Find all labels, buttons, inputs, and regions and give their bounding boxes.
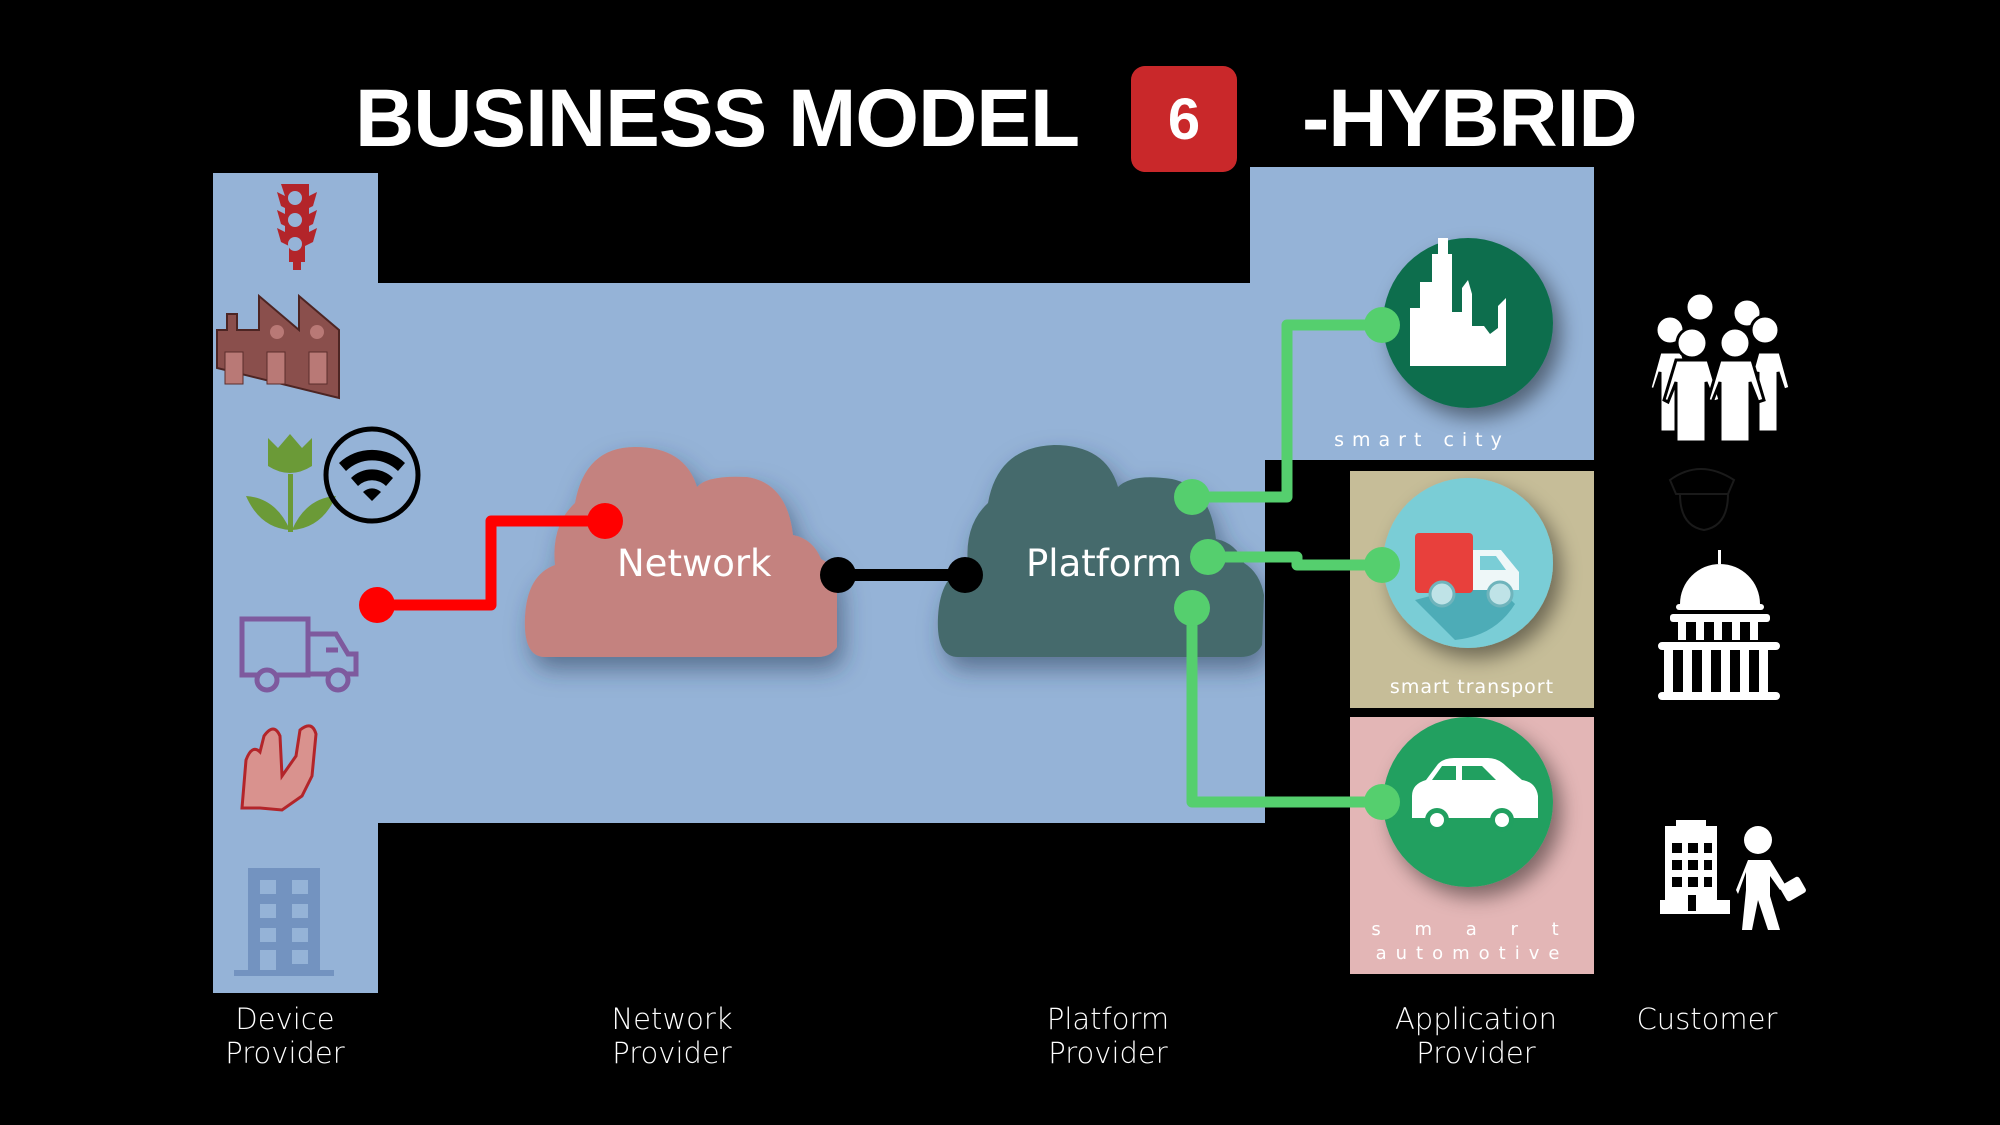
title-suffix: -HYBRID bbox=[1302, 73, 1638, 164]
device-provider-panel bbox=[213, 173, 378, 993]
link-smart-automotive bbox=[1186, 608, 1382, 808]
police-officer-icon bbox=[1668, 468, 1736, 532]
column-label-line1: Device bbox=[235, 1002, 335, 1036]
network-link-dot bbox=[820, 557, 856, 593]
column-label-application-provider: Application Provider bbox=[1356, 1002, 1596, 1070]
truck-cargo-icon bbox=[1415, 533, 1473, 593]
smart-transport-icon-circle[interactable] bbox=[1383, 478, 1553, 648]
platform-link-dot bbox=[947, 557, 983, 593]
platform-dot-city bbox=[1174, 479, 1210, 515]
column-label-platform-provider: Platform Provider bbox=[988, 1002, 1228, 1070]
link-smart-city bbox=[1192, 319, 1382, 503]
smart-automotive-icon-circle[interactable] bbox=[1383, 717, 1553, 887]
notch bbox=[1265, 460, 1350, 823]
smart-city-label: smart city bbox=[1334, 429, 1510, 451]
column-label-network-provider: Network Provider bbox=[552, 1002, 792, 1070]
smart-automotive-label-line2: automotive bbox=[1375, 943, 1569, 964]
network-platform-link bbox=[820, 557, 983, 593]
factory-icon bbox=[216, 293, 340, 400]
app-dot-automotive bbox=[1364, 784, 1400, 820]
column-label-device-provider: Device Provider bbox=[165, 1002, 405, 1070]
business-person-icon bbox=[1660, 820, 1806, 930]
office-building-icon bbox=[234, 868, 334, 976]
model-number-badge: 6 bbox=[1131, 66, 1237, 172]
platform-dot-transport bbox=[1190, 539, 1226, 575]
smart-transport-label: smart transport bbox=[1389, 676, 1555, 698]
platform-cloud-label: Platform bbox=[1026, 542, 1183, 585]
city-skyline-icon bbox=[1410, 238, 1506, 366]
device-network-link bbox=[359, 503, 623, 623]
app-dot-transport bbox=[1364, 547, 1400, 583]
column-label-customer: Customer bbox=[1587, 1002, 1827, 1036]
smart-city-icon-circle[interactable] bbox=[1383, 238, 1553, 408]
column-label-line1: Network bbox=[611, 1002, 733, 1036]
delivery-truck-icon bbox=[239, 616, 359, 693]
device-link-end-dot bbox=[587, 503, 623, 539]
platform-application-links bbox=[1186, 319, 1382, 808]
smart-automotive-label-line1: s m a r t bbox=[1371, 919, 1573, 940]
link-smart-transport bbox=[1208, 551, 1382, 571]
column-label-line2: Provider bbox=[1416, 1036, 1536, 1070]
wifi-icon bbox=[323, 426, 421, 524]
network-cloud-label: Network bbox=[617, 542, 772, 585]
column-label-line1: Customer bbox=[1636, 1002, 1778, 1036]
device-link-start-dot bbox=[359, 587, 395, 623]
column-label-line2: Provider bbox=[225, 1036, 345, 1070]
column-label-line2: Provider bbox=[1048, 1036, 1168, 1070]
column-label-line1: Platform bbox=[1046, 1002, 1170, 1036]
plant-icon bbox=[246, 434, 336, 532]
column-label-line1: Application bbox=[1394, 1002, 1558, 1036]
traffic-light-icon bbox=[277, 184, 317, 270]
title-prefix: BUSINESS MODEL bbox=[355, 73, 1080, 164]
network-cloud[interactable] bbox=[524, 447, 837, 657]
band-left-fill bbox=[1250, 283, 1265, 460]
app-dot-city bbox=[1364, 307, 1400, 343]
robot-arm-icon bbox=[240, 724, 318, 812]
platform-dot-automotive bbox=[1174, 590, 1210, 626]
column-label-line2: Provider bbox=[612, 1036, 732, 1070]
crowd-icon bbox=[1648, 291, 1792, 444]
government-building-icon bbox=[1658, 550, 1780, 700]
